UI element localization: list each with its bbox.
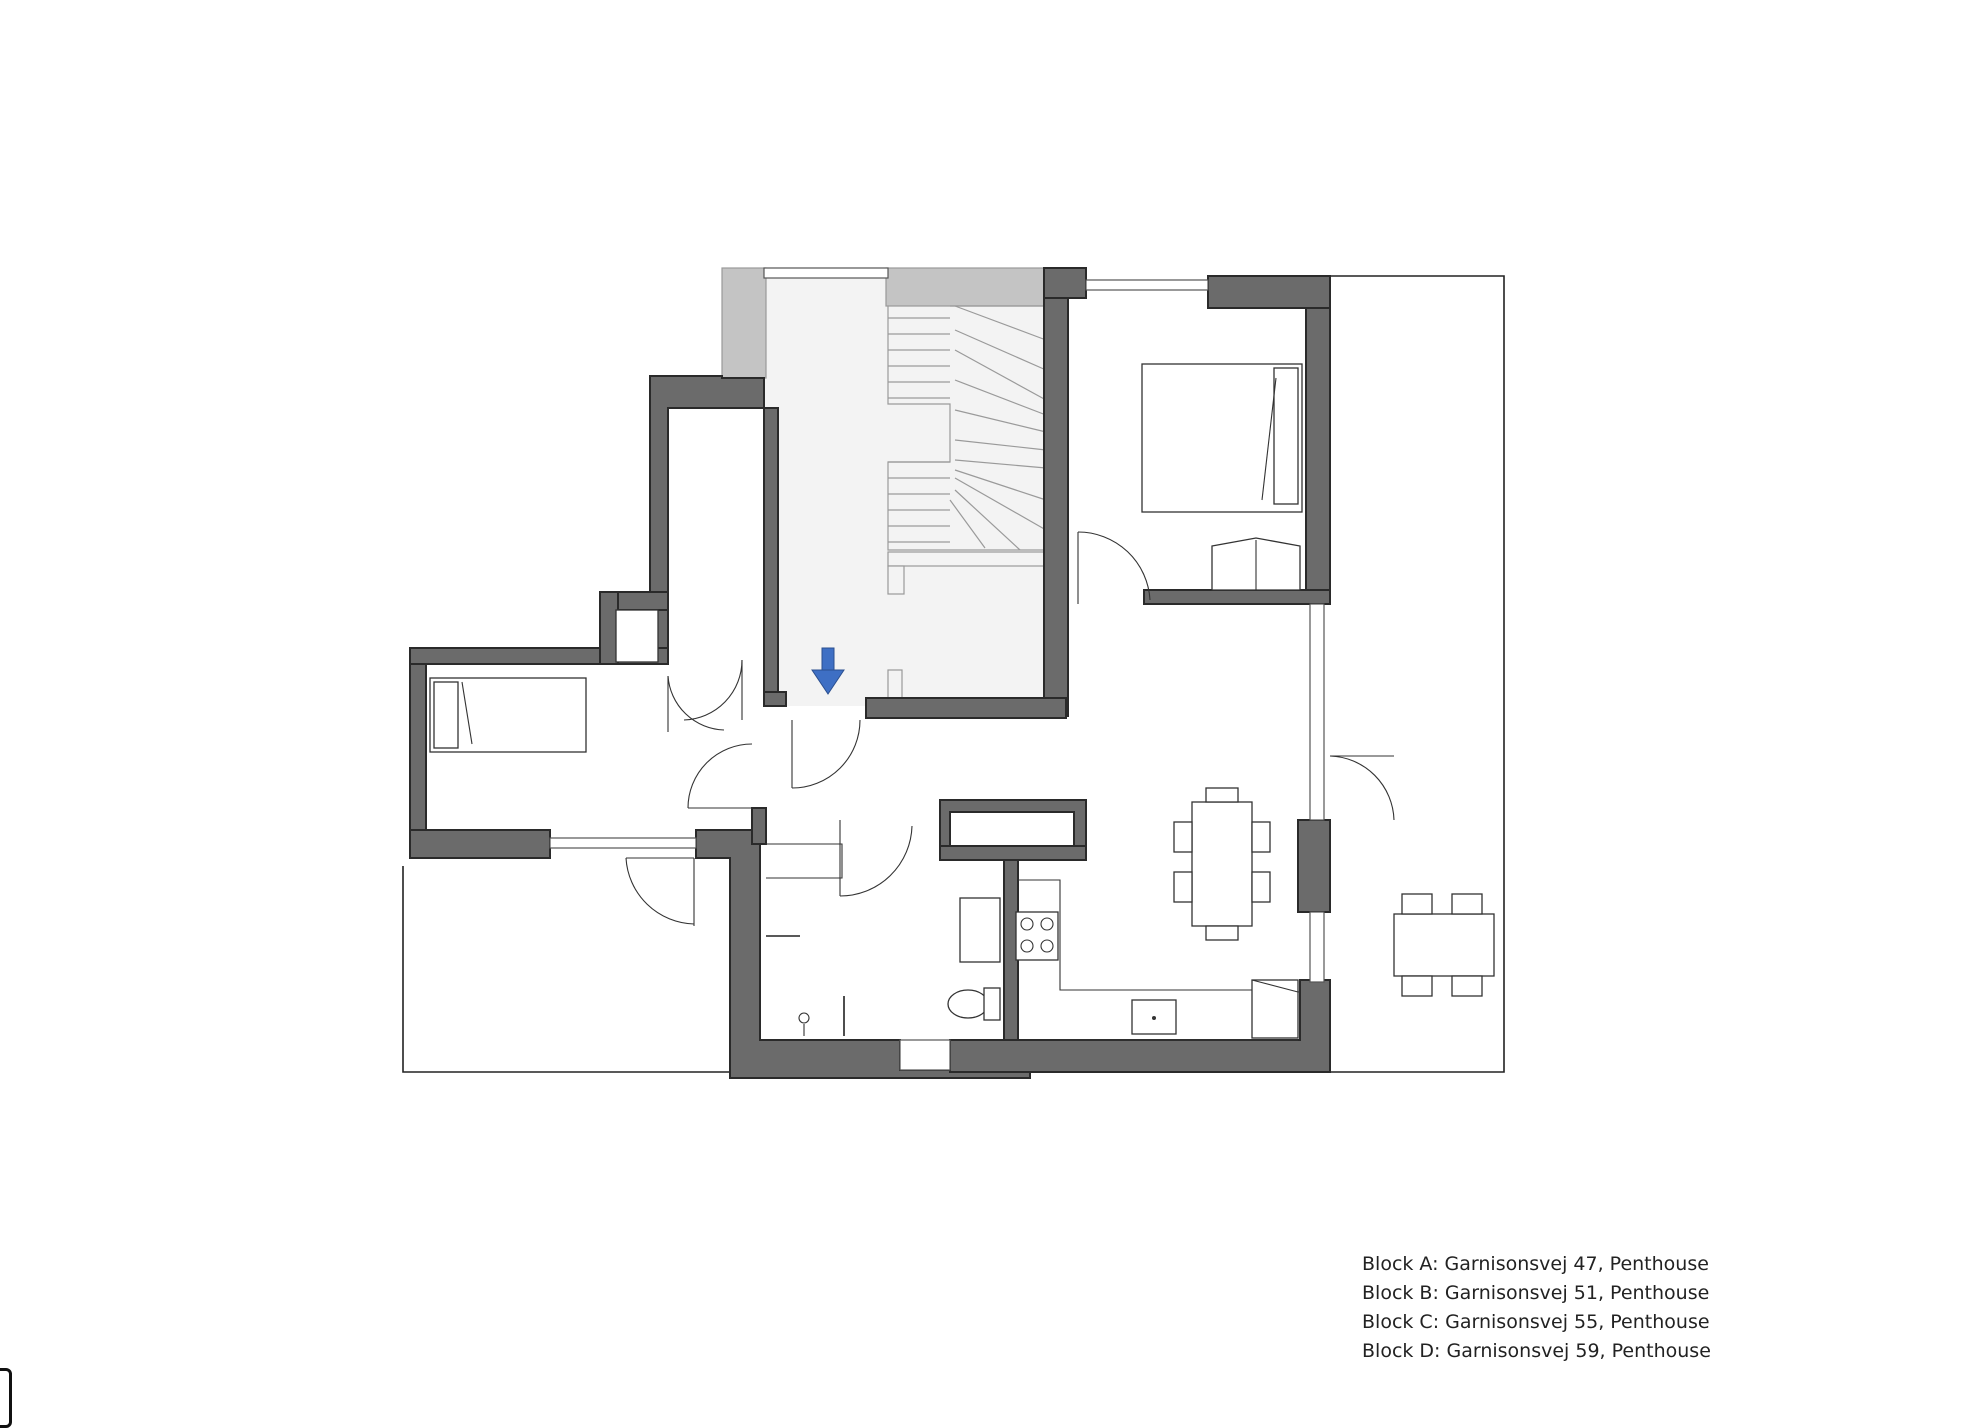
stair-core bbox=[721, 267, 1047, 707]
wall bbox=[763, 691, 787, 707]
stair-wall-grey-top bbox=[885, 267, 1045, 307]
wall bbox=[939, 845, 1087, 861]
door-swing-icon bbox=[1077, 531, 1151, 604]
chair-icon bbox=[1401, 893, 1433, 915]
door-swing-icon bbox=[683, 659, 743, 721]
chair-icon bbox=[1173, 821, 1193, 853]
chair-icon bbox=[1205, 787, 1239, 803]
east-terrace-outline bbox=[1328, 275, 1505, 1073]
wall bbox=[649, 375, 765, 663]
window-icon bbox=[1309, 603, 1325, 821]
wall bbox=[1305, 275, 1331, 605]
terraces bbox=[402, 275, 1505, 1073]
bed-icon bbox=[429, 677, 587, 753]
chair-icon bbox=[1451, 975, 1483, 997]
doors bbox=[625, 531, 1395, 926]
wall bbox=[1043, 267, 1087, 299]
chair-icon bbox=[1401, 975, 1433, 997]
corner-mark bbox=[0, 1368, 12, 1428]
door-swing-icon bbox=[687, 743, 753, 809]
sink-icon bbox=[1131, 999, 1177, 1035]
bed-icon bbox=[1141, 363, 1303, 513]
wall bbox=[409, 647, 427, 831]
windows bbox=[549, 267, 1325, 1071]
dining-table-icon bbox=[1191, 801, 1253, 927]
walls bbox=[409, 267, 1331, 1079]
chair-icon bbox=[1173, 871, 1193, 903]
door-swing-icon bbox=[625, 857, 695, 926]
wall bbox=[751, 807, 767, 845]
wardrobe bbox=[1211, 537, 1301, 591]
closet bbox=[615, 609, 659, 663]
wall bbox=[1143, 589, 1331, 605]
wall bbox=[949, 979, 1331, 1073]
window-icon bbox=[1085, 279, 1209, 291]
chair-icon bbox=[1251, 821, 1271, 853]
stair-wall-grey-left bbox=[721, 267, 767, 379]
southwest-terrace-outline bbox=[402, 866, 732, 1073]
wall bbox=[865, 697, 1067, 719]
caption-line-block-d: Block D: Garnisonsvej 59, Penthouse bbox=[1362, 1340, 1711, 1362]
wall bbox=[1297, 819, 1331, 913]
toilet-icon bbox=[947, 987, 1001, 1021]
chair-icon bbox=[1205, 925, 1239, 941]
shower-fixture bbox=[766, 935, 845, 1036]
washbasin-icon bbox=[959, 897, 1001, 963]
chair-icon bbox=[1451, 893, 1483, 915]
bathroom-recess bbox=[766, 843, 843, 879]
stair-area bbox=[764, 268, 1044, 706]
door-swing-icon bbox=[667, 675, 725, 732]
window-icon bbox=[899, 1039, 951, 1071]
door-swing-icon bbox=[839, 820, 913, 897]
dining-table-icon bbox=[1393, 913, 1495, 977]
wall bbox=[1043, 267, 1069, 717]
window-icon bbox=[763, 267, 889, 279]
stove-icon bbox=[1015, 911, 1059, 961]
furniture bbox=[429, 363, 1495, 1041]
door-swing-icon bbox=[1329, 755, 1395, 821]
address-caption: Block A: Garnisonsvej 47, Penthouse Bloc… bbox=[1362, 1250, 1711, 1366]
stair-icon bbox=[887, 305, 1047, 707]
caption-line-block-c: Block C: Garnisonsvej 55, Penthouse bbox=[1362, 1311, 1710, 1333]
entry-arrow-icon bbox=[811, 647, 845, 695]
wall bbox=[599, 591, 619, 665]
door-swing-icon bbox=[791, 719, 861, 789]
caption-line-block-b: Block B: Garnisonsvej 51, Penthouse bbox=[1362, 1282, 1710, 1304]
caption-line-block-a: Block A: Garnisonsvej 47, Penthouse bbox=[1362, 1253, 1709, 1275]
kitchen-counter bbox=[1018, 879, 1301, 1041]
wall bbox=[1207, 275, 1331, 309]
chair-icon bbox=[1251, 871, 1271, 903]
window-icon bbox=[549, 837, 697, 849]
window-icon bbox=[1309, 911, 1325, 983]
wall bbox=[763, 407, 779, 701]
wall bbox=[409, 829, 551, 859]
